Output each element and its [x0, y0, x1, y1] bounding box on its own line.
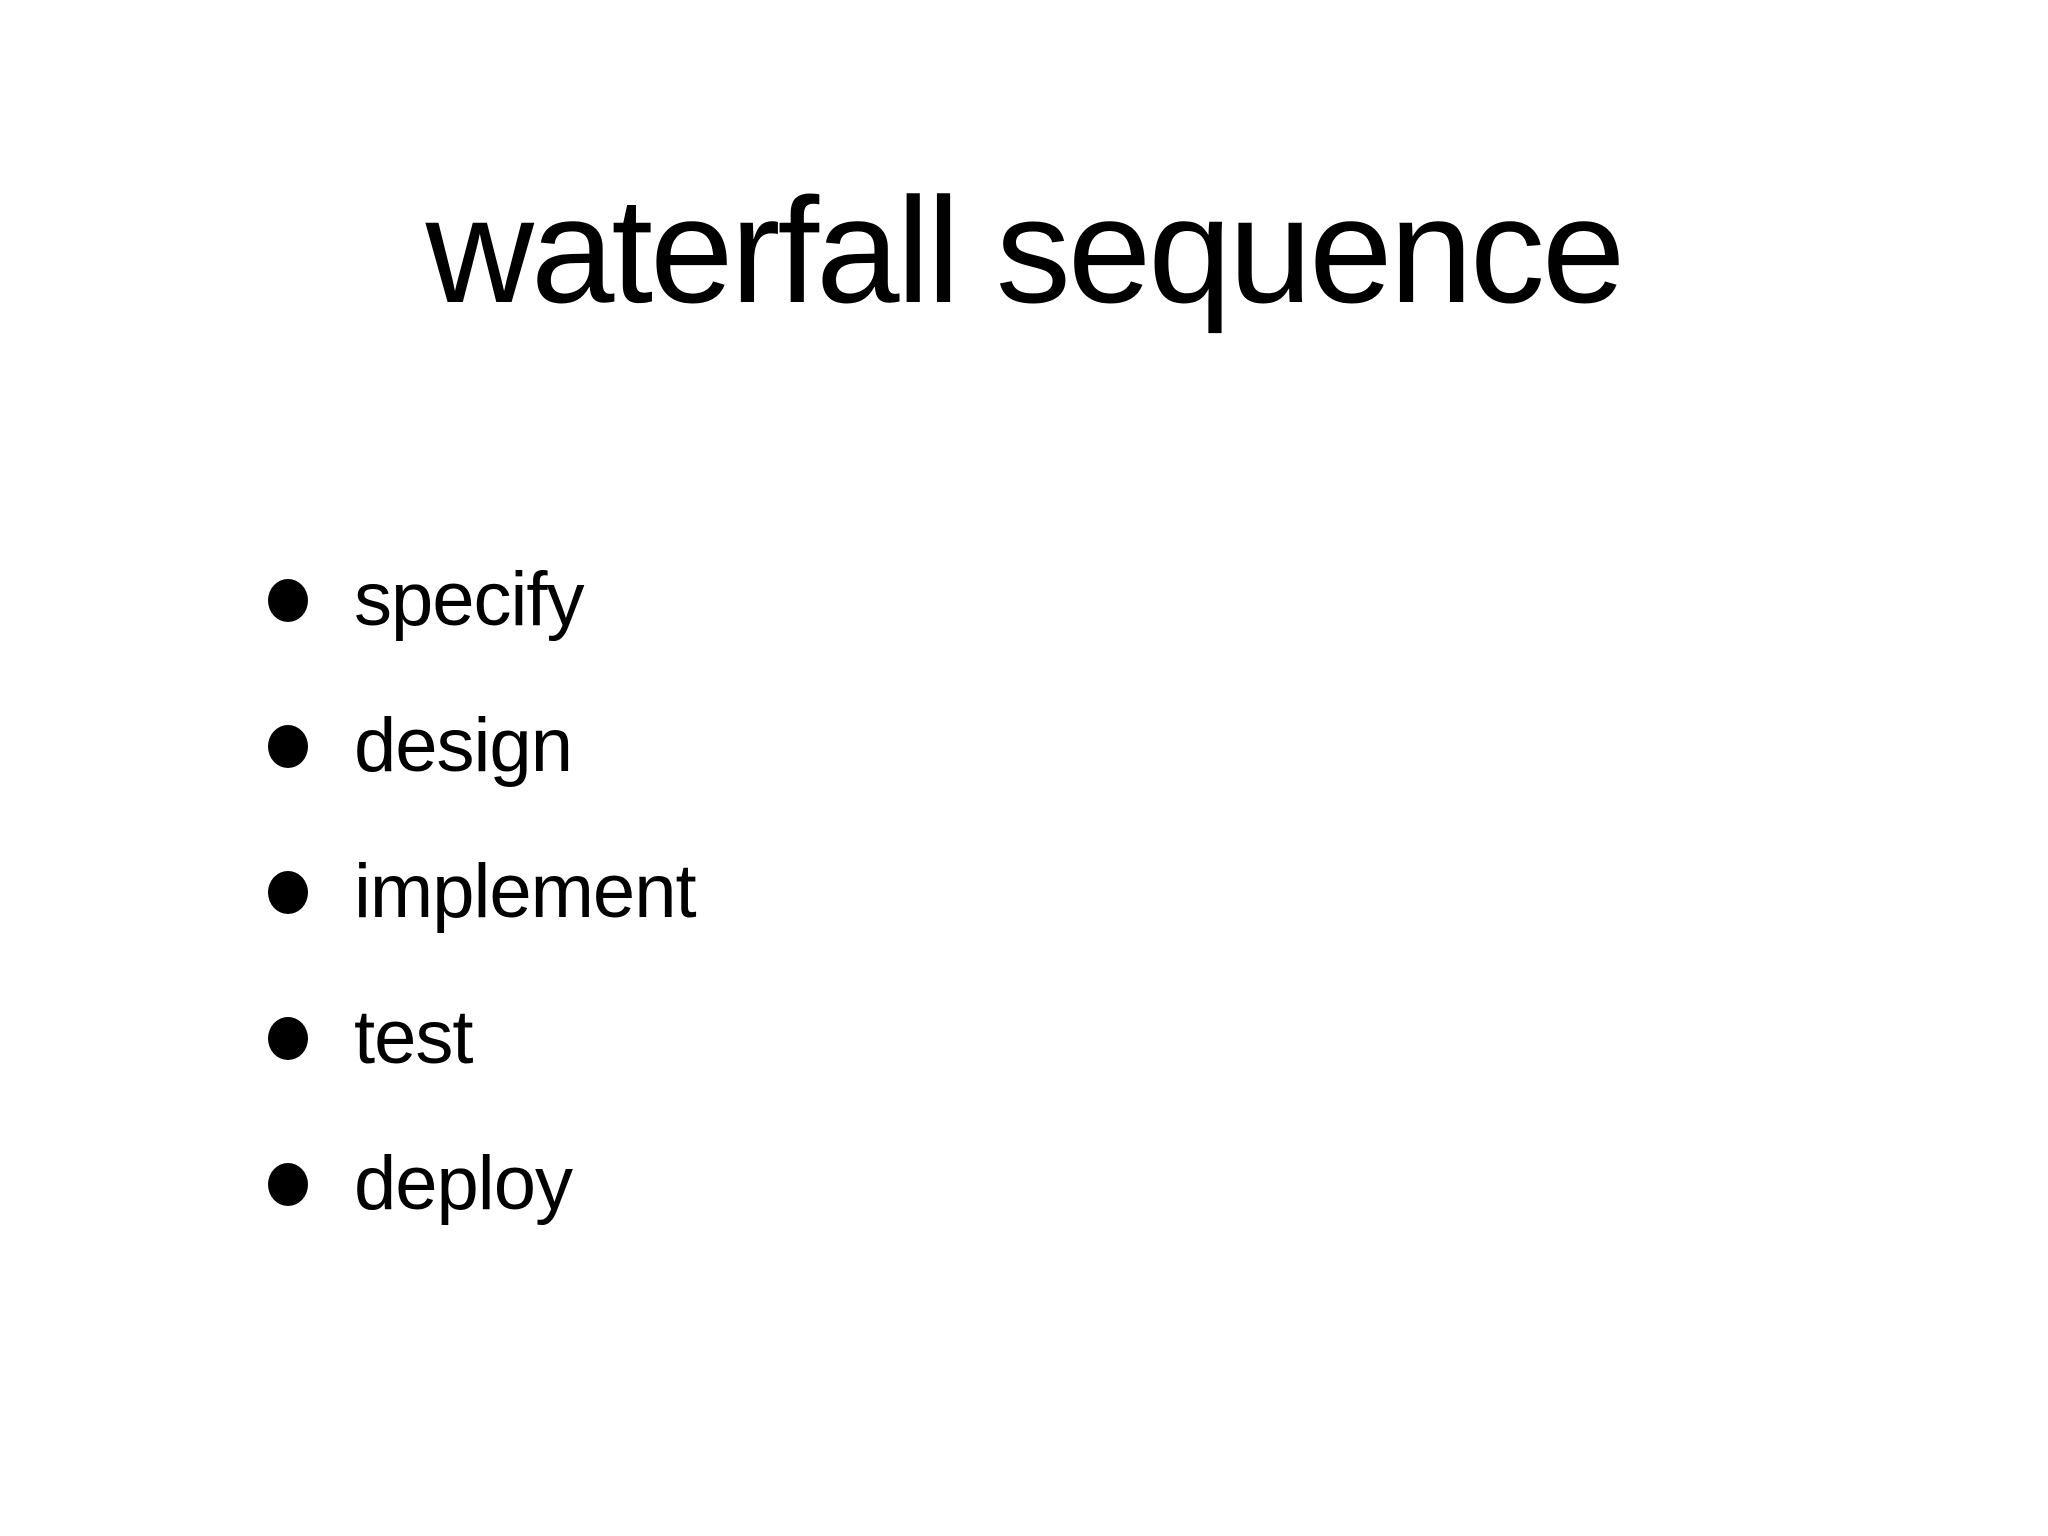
list-item: test	[268, 965, 696, 1111]
bullet-label: deploy	[354, 1141, 573, 1226]
bullet-label: design	[354, 703, 573, 788]
bullet-label: implement	[354, 849, 697, 934]
bullet-dot-icon	[268, 1162, 308, 1206]
slide-title: waterfall sequence	[425, 166, 1626, 334]
bullet-label: test	[354, 995, 473, 1080]
bullet-label: specify	[354, 557, 585, 642]
list-item: implement	[268, 819, 697, 965]
bullet-dot-icon	[268, 724, 308, 768]
list-item: deploy	[268, 1111, 696, 1257]
list-item: design	[268, 673, 696, 819]
list-item: specify	[268, 527, 696, 673]
bullet-dot-icon	[268, 578, 308, 622]
bullet-dot-icon	[268, 1016, 308, 1060]
bullet-dot-icon	[268, 870, 308, 914]
bullet-list: specify design implement test deploy	[268, 527, 697, 1257]
